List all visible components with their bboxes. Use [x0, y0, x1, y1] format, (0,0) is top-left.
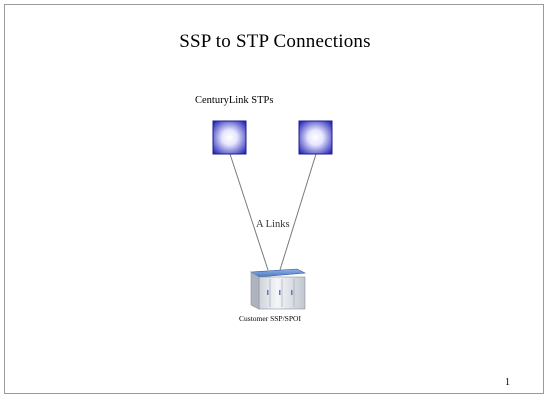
- signal-transfer-point-icon: [298, 120, 333, 155]
- ssp-label: Customer SSP/SPOI: [239, 314, 301, 323]
- signal-transfer-point-icon: [212, 120, 247, 155]
- a-link-left: [229, 153, 269, 271]
- page-number: 1: [505, 377, 510, 388]
- stp-group-label: CenturyLink STPs: [195, 95, 274, 106]
- a-links-label: A Links: [256, 219, 290, 230]
- slide-frame: [4, 4, 544, 394]
- slide-title: SSP to STP Connections: [179, 31, 371, 52]
- server-cabinet-icon: [250, 268, 307, 310]
- a-link-right: [279, 153, 317, 271]
